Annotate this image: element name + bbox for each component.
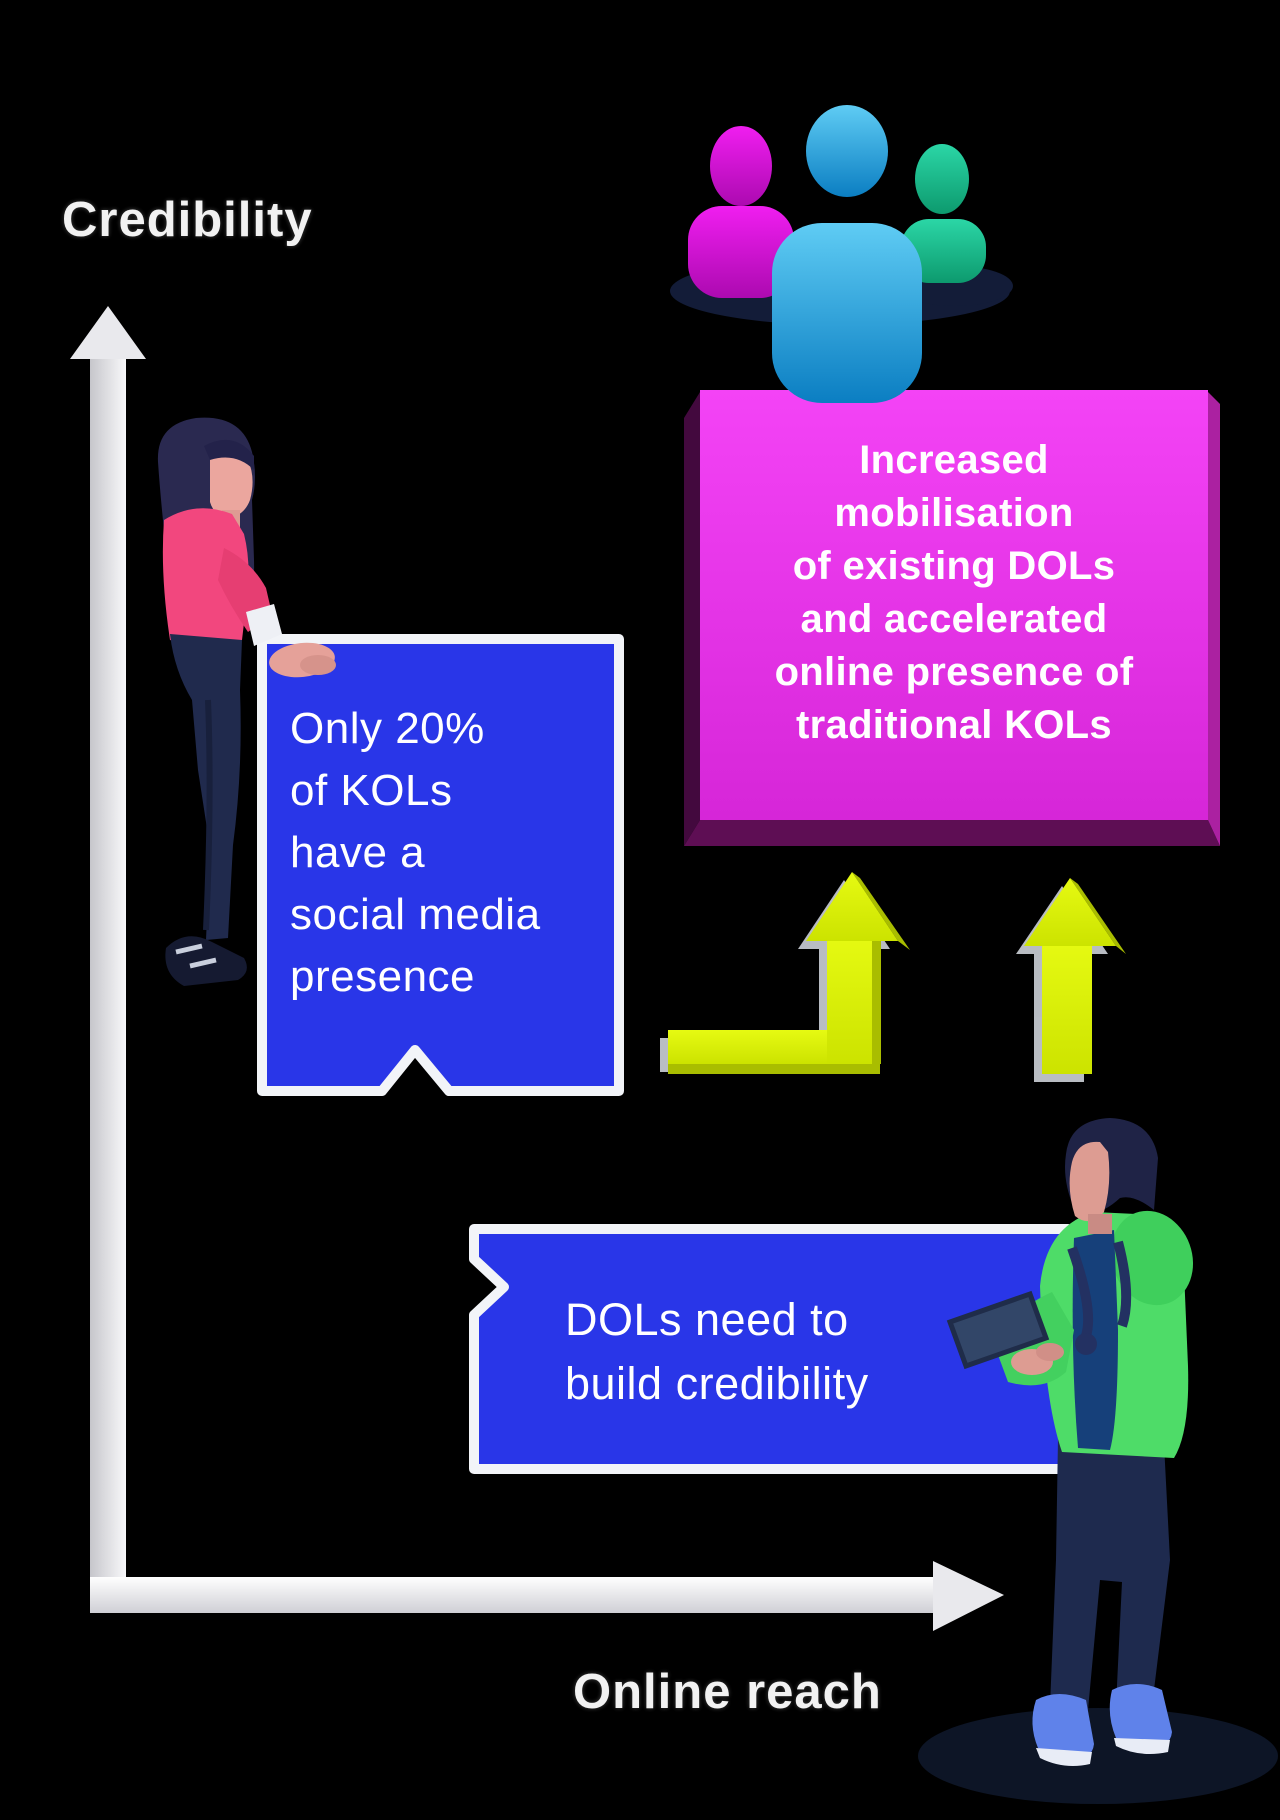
woman-fingers [300,655,336,675]
kol-stat-line: have a [290,828,426,877]
woman-jacket [162,508,249,645]
doctor-neck [1088,1214,1112,1234]
user-teal-icon [901,144,986,283]
tablet-icon [946,1290,1050,1370]
woman-figure [157,417,336,986]
user-magenta-icon [688,126,794,298]
up-arrow-right-icon [1016,878,1126,1082]
kol-stat-line: social media [290,890,541,939]
woman-leg-line [203,699,213,931]
doctor-pants [1050,1438,1170,1710]
x-axis-arrow [90,1561,1004,1631]
stethoscope-icon [1067,1246,1094,1338]
callout-line: mobilisation [834,491,1074,535]
doctor-shoe [1032,1694,1094,1761]
dol-callout-box [684,390,1220,846]
callout-line: online presence of [774,650,1134,694]
callout-line: and accelerated [800,597,1108,641]
woman-cuff [246,604,282,646]
dol-need-line: DOLs need to [565,1294,849,1345]
stethoscope-chestpiece [1075,1333,1097,1355]
callout-line: traditional KOLs [796,703,1112,747]
dol-need-text: DOLs need to build credibility [565,1288,869,1416]
user-blue-icon [772,105,922,403]
kol-stat-line: Only 20% [290,704,485,753]
callout-line: Increased [859,438,1049,482]
callout-text: Increased mobilisation of existing DOLs … [700,434,1208,752]
y-axis-arrow [70,306,146,1613]
credibility-label: Credibility [62,193,313,247]
callout-line: of existing DOLs [792,544,1116,588]
doctor-shoe [1109,1684,1172,1749]
woman-shoe-accent [175,943,217,969]
doctor-figure [918,1118,1278,1804]
doctor-sole [1114,1738,1170,1754]
doctor-hood [1110,1210,1194,1306]
stethoscope-icon [1113,1240,1132,1328]
kol-stat-line: of KOLs [290,766,453,815]
users-group-icon [670,105,1013,403]
dol-need-line: build credibility [565,1358,869,1409]
up-arrow-left-icon [660,872,910,1074]
woman-face [210,448,253,518]
kol-stat-line: presence [290,952,476,1001]
kol-stat-bubble [257,634,624,1096]
online-reach-label: Online reach [573,1665,882,1719]
woman-pants [170,634,242,940]
kol-stat-text: Only 20% of KOLs have a social media pre… [290,698,541,1008]
doctor-sole [1036,1748,1092,1766]
woman-fringe [204,439,254,470]
doctor-shadow [918,1708,1278,1804]
doctor-hand [1036,1343,1064,1361]
doctor-face [1069,1141,1110,1222]
